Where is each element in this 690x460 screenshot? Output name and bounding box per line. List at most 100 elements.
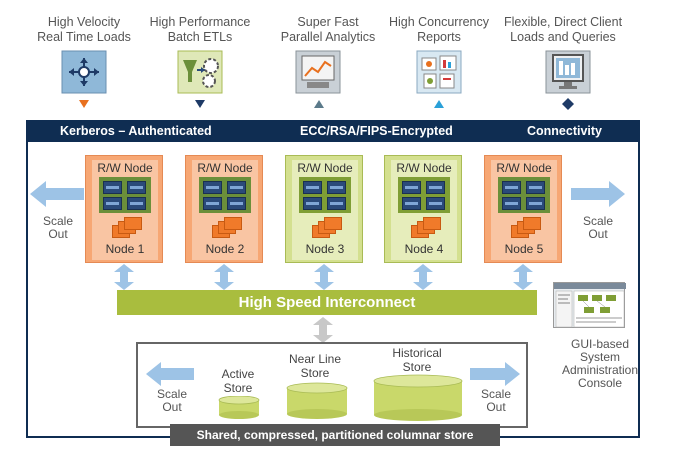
cpu-grid-icon [99, 177, 151, 213]
scale-out-right-line2: Out [588, 227, 608, 241]
scale-out-left-label: Scale Out [38, 215, 78, 241]
near-line-store-cylinder-icon [286, 382, 348, 419]
interconnect-store-arrow-icon [313, 317, 333, 343]
cpu-grid-icon [498, 177, 550, 213]
down-triangle-marker-icon [79, 100, 89, 108]
node-2-interconnect-arrow-icon [214, 264, 234, 290]
workload-4-line1: High Concurrency [388, 15, 490, 29]
node-header: R/W Node [396, 161, 452, 175]
node-header: R/W Node [297, 161, 353, 175]
disk-icon [423, 217, 441, 230]
store-scale-out-right-line2: Out [486, 400, 506, 414]
node-label: Node 5 [504, 242, 544, 256]
node-1-interconnect-arrow-icon [114, 264, 134, 290]
near-line-store-line2: Store [300, 366, 330, 380]
disk-stack-icon [112, 217, 142, 239]
node-label: Node 1 [105, 242, 145, 256]
near-line-store-label: Near Line Store [284, 352, 346, 380]
console-window-icon [554, 283, 626, 328]
analytics-chart-icon [295, 50, 341, 94]
high-speed-interconnect: High Speed Interconnect [117, 290, 537, 315]
historical-store-cylinder-icon [373, 374, 463, 421]
console-label-line3: Administration [561, 363, 639, 377]
banner-kerberos-label: Kerberos – Authenticated [60, 124, 212, 138]
active-store-line1: Active [221, 367, 255, 381]
scale-out-left-line2: Out [48, 227, 68, 241]
banner-encryption-label: ECC/RSA/FIPS-Encrypted [300, 124, 453, 138]
active-store-line2: Store [223, 381, 253, 395]
node-label: Node 3 [305, 242, 345, 256]
workload-4-label: High Concurrency Reports [374, 15, 504, 45]
historical-store-line2: Store [402, 360, 432, 374]
workload-2-line2: Batch ETLs [167, 30, 233, 44]
disk-stack-icon [212, 217, 242, 239]
cpu-icon [502, 181, 521, 194]
near-line-store-line1: Near Line [288, 352, 342, 366]
scale-out-right-line1: Scale [582, 214, 614, 228]
reports-icon [416, 50, 462, 94]
disk-stack-icon [511, 217, 541, 239]
workload-3-line1: Super Fast [297, 15, 359, 29]
cpu-icon [303, 181, 322, 194]
workload-2-line1: High Performance [149, 15, 251, 29]
up-triangle-marker-icon [314, 100, 324, 108]
workload-3-label: Super Fast Parallel Analytics [263, 15, 393, 45]
workload-1-line1: High Velocity [47, 15, 121, 29]
cpu-icon [127, 197, 146, 210]
store-scale-out-right-line1: Scale [480, 387, 512, 401]
cpu-icon [327, 197, 346, 210]
disk-stack-icon [312, 217, 342, 239]
workload-1-label: High Velocity Real Time Loads [19, 15, 149, 45]
workload-1-line2: Real Time Loads [37, 30, 131, 44]
console-label-line4: Console [577, 376, 623, 390]
scale-out-right-arrow-icon [571, 181, 625, 207]
cpu-grid-icon [199, 177, 251, 213]
diamond-marker-icon [562, 98, 574, 110]
node-header: R/W Node [97, 161, 153, 175]
disk-icon [224, 217, 242, 230]
scale-out-left-arrow-icon [30, 181, 84, 207]
cpu-icon [502, 197, 521, 210]
cpu-grid-icon [299, 177, 351, 213]
active-store-label: Active Store [212, 367, 264, 395]
workload-5-label: Flexible, Direct Client Loads and Querie… [498, 15, 628, 45]
down-triangle-marker-icon [195, 100, 205, 108]
cpu-icon [127, 181, 146, 194]
cpu-icon [103, 181, 122, 194]
workload-4-line2: Reports [417, 30, 461, 44]
cpu-icon [203, 181, 222, 194]
disk-icon [523, 217, 541, 230]
store-scale-out-left-label: Scale Out [152, 388, 192, 414]
banner-connectivity-label: Connectivity [527, 124, 603, 138]
cpu-icon [526, 181, 545, 194]
historical-store-line1: Historical [392, 346, 442, 360]
disk-stack-icon [411, 217, 441, 239]
node-label: Node 4 [404, 242, 444, 256]
cpu-icon [327, 181, 346, 194]
node-3-interconnect-arrow-icon [314, 264, 334, 290]
columnar-store-footer: Shared, compressed, partitioned columnar… [170, 424, 500, 446]
scale-out-right-label: Scale Out [578, 215, 618, 241]
workload-3-line2: Parallel Analytics [280, 30, 376, 44]
cpu-icon [303, 197, 322, 210]
node-header: R/W Node [496, 161, 552, 175]
admin-console-screenshot[interactable] [553, 282, 626, 328]
console-label-line1: GUI-based [570, 337, 630, 351]
admin-console-label: GUI-based System Administration Console [560, 338, 640, 390]
cpu-icon [227, 181, 246, 194]
store-scale-out-left-line1: Scale [156, 387, 188, 401]
cpu-icon [402, 181, 421, 194]
cpu-icon [103, 197, 122, 210]
security-banner: Kerberos – Authenticated ECC/RSA/FIPS-En… [26, 120, 640, 142]
cpu-icon [526, 197, 545, 210]
cpu-grid-icon [398, 177, 450, 213]
